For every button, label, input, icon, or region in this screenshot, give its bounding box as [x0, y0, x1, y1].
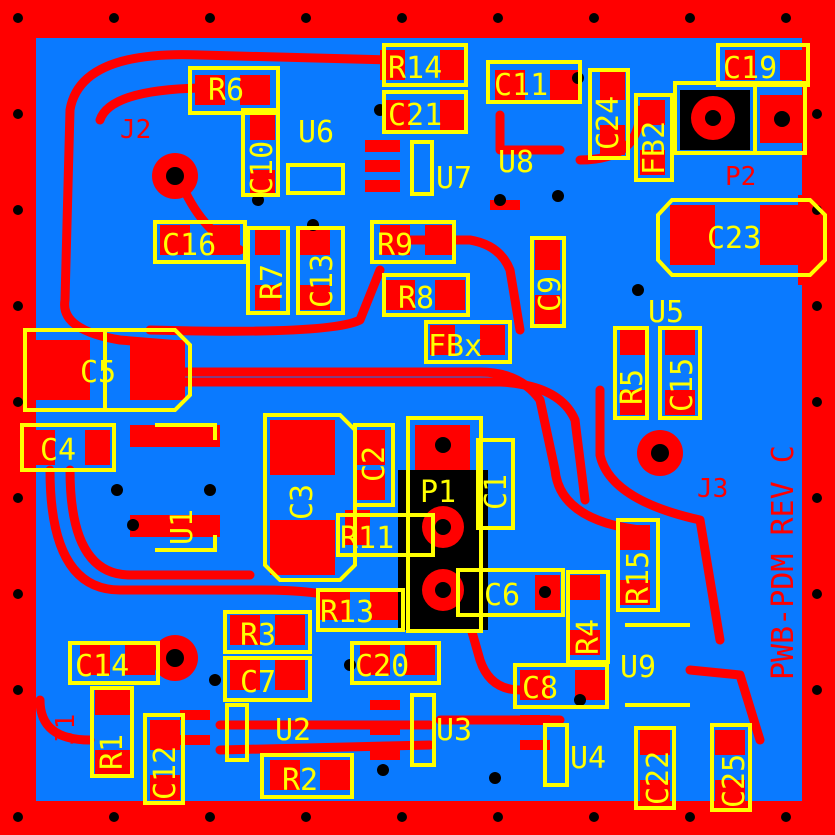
signal-vias	[111, 72, 644, 784]
label-c20: C20	[355, 649, 409, 684]
label-c16: C16	[162, 228, 216, 263]
label-u5: U5	[648, 295, 684, 330]
label-p2: P2	[725, 162, 756, 192]
label-r11: R11	[340, 521, 394, 556]
label-p1: P1	[420, 475, 456, 510]
label-c15: C15	[665, 358, 700, 412]
label-c6: C6	[484, 578, 520, 613]
label-c13: C13	[305, 254, 340, 308]
label-r5: R5	[615, 369, 650, 405]
label-r7: R7	[255, 264, 290, 300]
label-r3: R3	[240, 618, 276, 653]
label-r1: R1	[95, 734, 130, 770]
label-u8: U8	[498, 145, 534, 180]
label-c24: C24	[591, 96, 626, 150]
label-r9: R9	[377, 228, 413, 263]
label-c10: C10	[245, 141, 280, 195]
component-designators: R6 R14 C21 C11 C19 U6 U7 U8 C16 R9 R8 FB…	[40, 51, 777, 808]
label-u2: U2	[275, 713, 311, 748]
label-c1: C1	[479, 474, 514, 510]
label-c14: C14	[75, 649, 129, 684]
label-r6: R6	[208, 73, 244, 108]
copper-pads	[30, 50, 805, 805]
label-c2: C2	[357, 446, 392, 482]
label-c23: C23	[707, 221, 761, 256]
edge-vias	[13, 13, 822, 822]
label-c9: C9	[533, 276, 568, 312]
label-c12: C12	[148, 746, 183, 800]
label-r14: R14	[388, 51, 442, 86]
label-c21: C21	[388, 98, 442, 133]
label-u6: U6	[298, 115, 334, 150]
label-r15: R15	[621, 551, 656, 605]
label-j2: J2	[120, 115, 151, 145]
label-j3: J3	[697, 474, 728, 504]
label-c22: C22	[641, 751, 676, 805]
label-r8: R8	[398, 281, 434, 316]
label-fbx: FBx	[428, 329, 482, 364]
copper-labels: J2 J3 P2 J1 PWB-PDM REV C	[51, 115, 801, 745]
label-c5: C5	[80, 355, 116, 390]
label-u4: U4	[570, 741, 606, 776]
label-r4: R4	[571, 619, 606, 655]
label-c25: C25	[717, 754, 752, 808]
label-r13: R13	[320, 595, 374, 630]
label-u7: U7	[436, 161, 472, 196]
label-c11: C11	[494, 68, 548, 103]
label-c3: C3	[285, 484, 320, 520]
label-u3: U3	[436, 713, 472, 748]
label-u9: U9	[620, 650, 656, 685]
label-c7: C7	[240, 665, 276, 700]
silkscreen-outlines	[20, 43, 827, 812]
label-r2: R2	[282, 763, 318, 798]
label-j1: J1	[51, 714, 81, 745]
label-c8: C8	[522, 671, 558, 706]
label-u1: U1	[165, 509, 200, 545]
label-c19: C19	[723, 51, 777, 86]
label-fb2: FB2	[637, 121, 672, 175]
revision-label: PWB-PDM REV C	[766, 445, 801, 680]
through-holes	[152, 90, 805, 681]
label-c4: C4	[40, 433, 76, 468]
